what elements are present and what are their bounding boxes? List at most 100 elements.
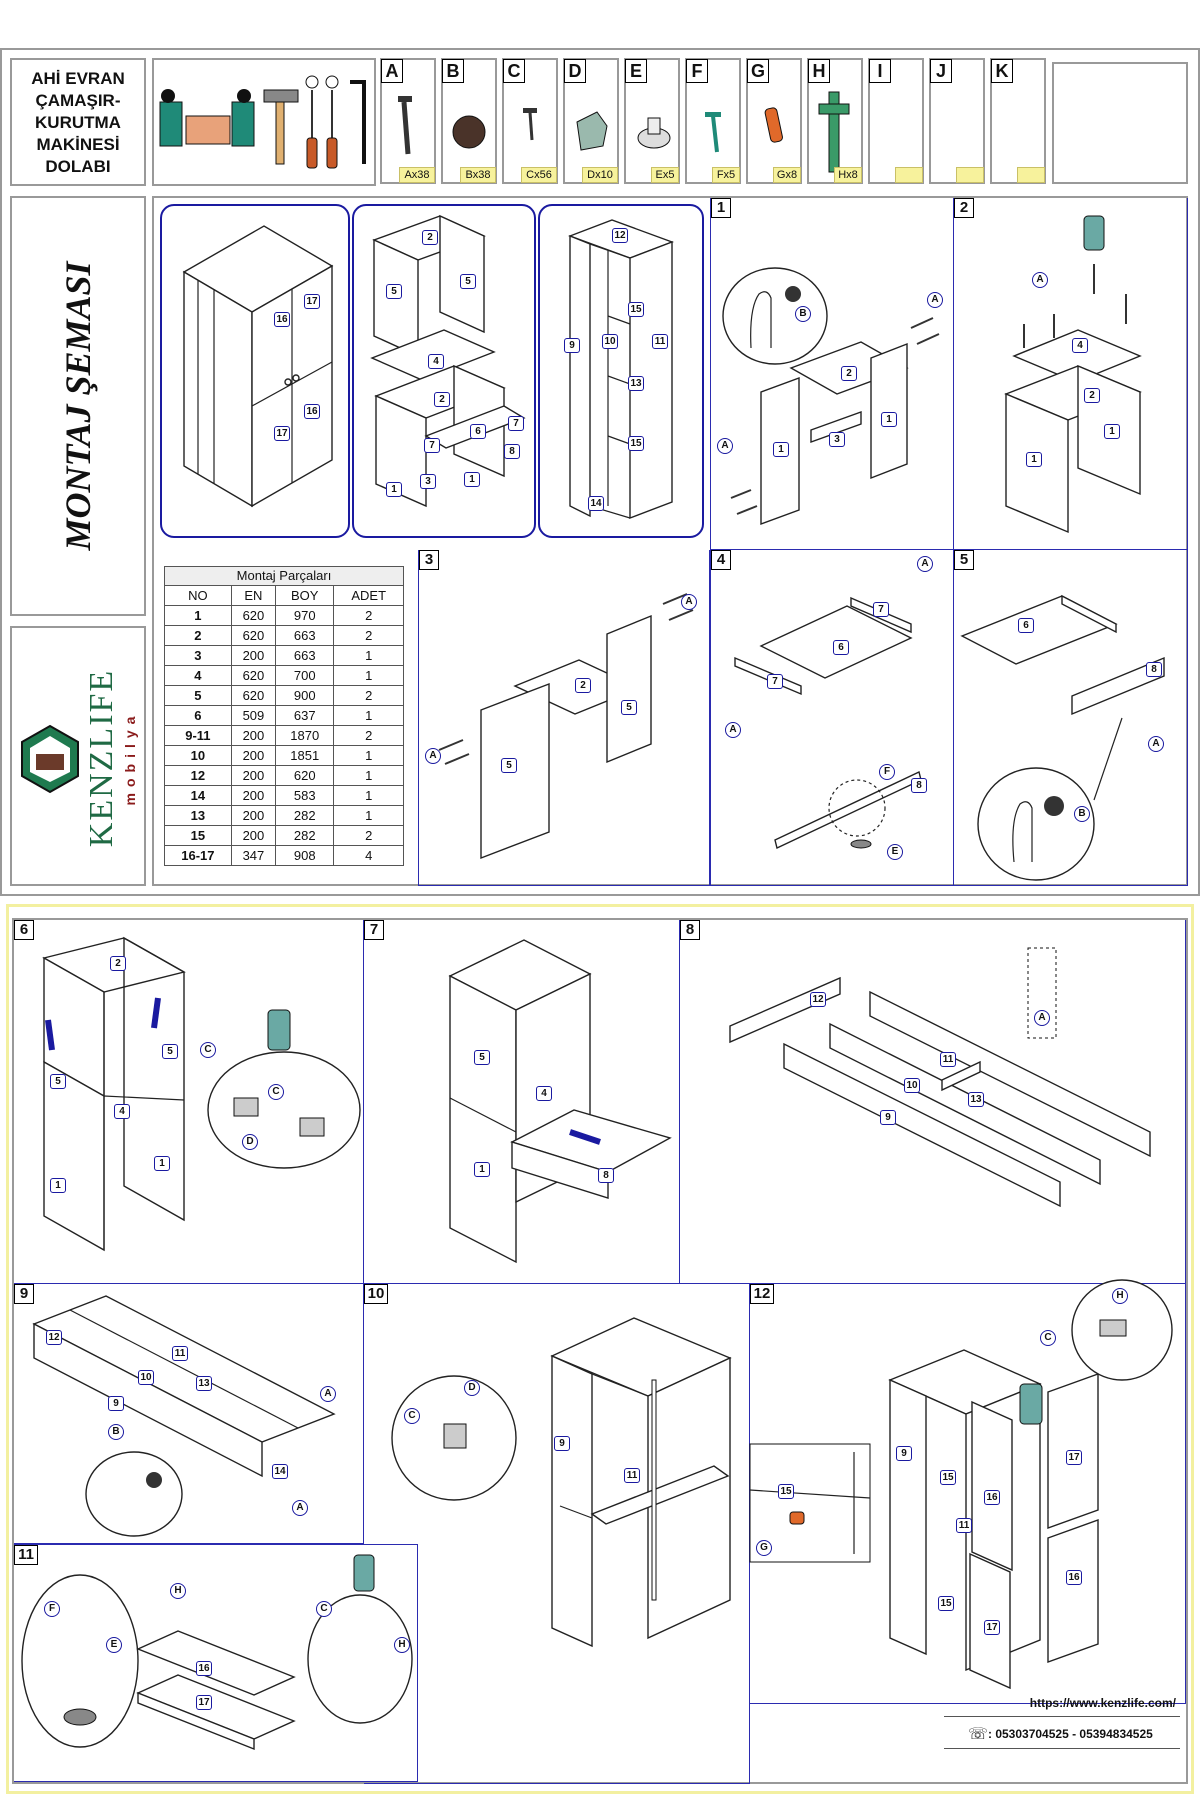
hardware-quantity: Dx10 [582,167,618,183]
parts-table-cell: 2 [333,625,404,646]
part-label: 8 [911,778,927,793]
parts-table-cell: 1870 [275,725,335,746]
foot-screw-icon [705,112,721,153]
part-label: 7 [873,602,889,617]
long-screw-icon [398,96,412,155]
part-label: 2 [1084,388,1100,403]
hardware-callout-h: H [170,1583,186,1599]
hardware-cell-k: K [990,58,1046,184]
part-label: 6 [833,640,849,655]
hammer-icon [263,89,299,165]
part-label: 4 [114,1104,130,1119]
part-label: 6 [470,424,486,439]
hardware-letter: G [747,59,769,83]
parts-table-cell: 200 [230,745,277,766]
hardware-quantity: Ax38 [399,167,435,183]
hardware-callout-a: A [717,438,733,454]
short-screw-icon [523,108,537,141]
hardware-callout-c: C [316,1601,332,1617]
hardware-callout-b: B [108,1424,124,1440]
hardware-callout-b: B [795,306,811,322]
parts-table-cell: 663 [275,625,335,646]
parts-table-cell: 620 [275,765,335,786]
part-label: 16 [984,1490,1000,1505]
part-label: 17 [1066,1450,1082,1465]
parts-table-caption: Montaj Parçaları [164,566,404,585]
parts-table-cell: 200 [230,805,277,826]
parts-table-cell: 1 [333,665,404,686]
step-panel-12: 12 15 9 15 11 15 16 17 17 16 G C H [749,1279,1186,1704]
hardware-callout-a: A [1148,736,1164,752]
part-label: 1 [1026,452,1042,467]
parts-table-cell: 4 [333,845,404,866]
screwdriver-icon [305,75,339,169]
hardware-callout-a: A [425,748,441,764]
parts-table-cell: 6 [164,705,232,726]
overview-side-shelf: 12 9 10 11 15 13 15 14 [538,204,704,538]
step-number: 1 [711,198,731,218]
cover-cap-icon [452,115,486,149]
hardware-callout-a: A [292,1500,308,1516]
part-label: 9 [108,1396,124,1411]
parts-table-cell: 3 [164,645,232,666]
step-panel-10: 10 9 11 C D [364,1284,750,1784]
parts-table-cell: 2 [333,825,404,846]
part-label: 16 [274,312,290,327]
hardware-callout-a: A [1034,1010,1050,1026]
part-label: 9 [880,1110,896,1125]
hardware-cell-a: A Ax38 [380,58,436,184]
part-label: 12 [810,992,826,1007]
product-title-box: AHİ EVRAN ÇAMAŞIR- KURUTMA MAKİNESİ DOLA… [10,58,146,186]
hardware-callout-c: C [1040,1330,1056,1346]
part-label: 17 [984,1620,1000,1635]
parts-table-cell: 620 [230,605,277,626]
hardware-letter: A [381,59,403,83]
hardware-quantity: Cx56 [521,167,557,183]
part-label: 2 [841,366,857,381]
part-label: 5 [474,1050,490,1065]
part-label: 4 [428,354,444,369]
parts-table-cell: 509 [230,705,277,726]
step-number: 5 [954,550,974,570]
part-label: 2 [110,956,126,971]
part-label: 1 [881,412,897,427]
parts-table-cell: 1 [333,805,404,826]
hardware-quantity: Hx8 [834,167,862,183]
step-panel-4: 4 6 7 7 8 A A F E [710,550,954,886]
parts-table-cell: 1 [333,745,404,766]
hardware-callout-h: H [1112,1288,1128,1304]
hardware-callout-e: E [106,1637,122,1653]
parts-table-cell: 15 [164,825,232,846]
part-label: 4 [536,1086,552,1101]
hardware-callout-a: A [320,1386,336,1402]
website-link[interactable]: https://www.kenzlife.com/ [1029,1696,1176,1710]
step-number: 7 [364,920,384,940]
phone-numbers: : 05303704525 - 05394834525 [988,1727,1153,1741]
step-number: 10 [364,1284,388,1304]
part-label: 11 [652,334,668,349]
part-label: 2 [575,678,591,693]
part-label: 7 [424,438,440,453]
part-label: 8 [598,1168,614,1183]
hardware-letter: H [808,59,830,83]
product-title-line: MAKİNESİ [36,135,120,154]
parts-table-cell: 908 [275,845,335,866]
part-label: 4 [1072,338,1088,353]
phone-icon: ☏ [968,1726,989,1743]
hardware-callout-c: C [200,1042,216,1058]
part-label: 11 [172,1346,188,1361]
parts-table-cell: 900 [275,685,335,706]
hardware-callout-c: C [404,1408,420,1424]
part-label: 14 [588,496,604,511]
part-label: 9 [554,1436,570,1451]
hardware-letter: E [625,59,647,83]
product-title-line: DOLABI [45,157,111,176]
parts-table-cell: 1 [333,765,404,786]
step-number: 2 [954,198,974,218]
parts-table-cell: 4 [164,665,232,686]
